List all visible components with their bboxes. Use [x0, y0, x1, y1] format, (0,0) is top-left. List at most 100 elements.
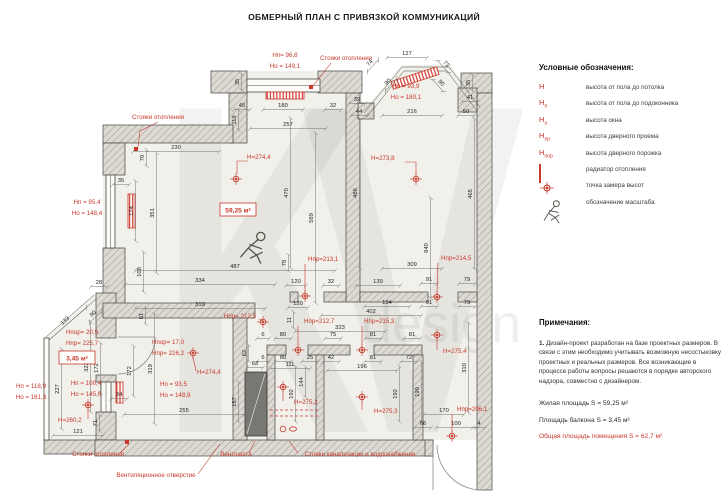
- measure-point-icon: [431, 291, 443, 303]
- dimension-label: 192: [289, 364, 298, 424]
- svg-text:91: 91: [426, 277, 432, 283]
- dimension-label: 6: [254, 332, 272, 341]
- svg-text:72: 72: [406, 355, 412, 361]
- svg-text:120: 120: [291, 279, 301, 285]
- legend-item-label: высота от пола до подоконника: [586, 100, 679, 108]
- annotation-label: Стояки отопления: [72, 451, 124, 458]
- svg-text:81: 81: [370, 355, 376, 361]
- svg-text:192: 192: [393, 389, 399, 399]
- riser-mark-icon: [125, 440, 129, 444]
- dimension-label: 322: [84, 320, 93, 414]
- scale-figure-icon: [543, 200, 560, 223]
- dimension-label: 4: [470, 421, 488, 430]
- dimension-label: 79: [456, 277, 478, 286]
- leader-line: [436, 262, 439, 294]
- annotation-label: Hпр=214,5: [441, 255, 472, 262]
- leader-line: [197, 443, 221, 475]
- legend-item: обозначение масштаба: [539, 198, 724, 223]
- svg-text:319: 319: [148, 364, 154, 374]
- svg-text:34: 34: [116, 392, 123, 398]
- dimension-label: 35: [235, 71, 244, 93]
- dimension-label: 319: [148, 312, 157, 426]
- dimension-label: 194: [362, 300, 412, 309]
- annotation-label: H=274,4: [197, 369, 221, 376]
- dimension-label: 35: [466, 72, 475, 94]
- svg-text:78: 78: [282, 260, 288, 266]
- annotation-label: Hп = 95,4: [74, 199, 101, 206]
- legend-title: Условные обозначения:: [539, 63, 634, 72]
- room-area-label: 3,45 м²: [58, 350, 96, 365]
- measure-point-icon: [431, 329, 443, 341]
- dimension-label: 840: [424, 196, 433, 300]
- svg-text:71: 71: [93, 420, 99, 426]
- svg-text:39: 39: [354, 97, 360, 103]
- svg-text:80: 80: [280, 355, 286, 361]
- annotation-label: Стояки канализации и водоснабжения: [305, 451, 416, 458]
- dimension-label: 90: [89, 308, 103, 326]
- svg-text:227: 227: [55, 384, 61, 394]
- riser-mark-icon: [134, 147, 138, 151]
- svg-text:90: 90: [89, 310, 98, 319]
- annotation-label: Hп = 118,9: [16, 383, 46, 390]
- annotation-label: Hп = 100,4: [71, 380, 102, 387]
- svg-text:470: 470: [284, 188, 290, 198]
- dimension-label: 50: [455, 109, 477, 118]
- measure-point-icon: [187, 347, 199, 359]
- svg-text:172: 172: [127, 366, 133, 376]
- svg-text:90: 90: [436, 79, 445, 88]
- dimension-label: 144: [299, 365, 308, 399]
- notes-paragraph: 1. Дизайн-проект разработан на базе прое…: [539, 340, 722, 385]
- svg-text:465: 465: [468, 189, 474, 199]
- annotation-label: Hо = 148,4: [72, 210, 103, 217]
- measure-point-icon: [299, 290, 311, 302]
- svg-text:174: 174: [129, 205, 135, 215]
- dimension-label: 402: [319, 309, 423, 318]
- notes: Примечания: 1. Дизайн-проект разработан …: [539, 318, 725, 450]
- leader-line: [236, 160, 248, 174]
- svg-text:216: 216: [407, 109, 417, 115]
- dimension-label: 90: [429, 79, 447, 93]
- dimension-label: 63: [244, 361, 266, 370]
- dimension-label: 255: [122, 408, 246, 417]
- legend-item-label: высота дверного порожка: [586, 149, 662, 157]
- dimension-label: 351: [150, 151, 159, 275]
- svg-text:486: 486: [353, 188, 359, 198]
- dimension-label: 465: [468, 117, 477, 271]
- dimension-label: 157: [232, 380, 241, 424]
- annotation-label: Hпр=206,1: [457, 406, 488, 413]
- svg-text:840: 840: [424, 243, 430, 253]
- annotation-label: Hпр=215,3: [364, 318, 395, 325]
- dimension-label: 216: [380, 109, 444, 118]
- annotation-label: Hпр= 226,2: [152, 350, 185, 357]
- svg-text:310: 310: [462, 363, 468, 373]
- svg-text:487: 487: [230, 264, 240, 270]
- svg-text:81: 81: [409, 332, 415, 338]
- leader-line: [137, 121, 159, 148]
- svg-text:66: 66: [420, 421, 426, 427]
- dimension-label: 72: [398, 355, 420, 364]
- annotation-label: H=275,2: [294, 399, 318, 406]
- legend-item-label: высота от пола до потолка: [586, 84, 665, 91]
- area-summary-line: Жилая площадь S = 59,25 м²: [539, 400, 629, 408]
- measure-point-icon: [356, 391, 368, 403]
- svg-text:119: 119: [232, 115, 238, 124]
- svg-text:74: 74: [366, 58, 375, 67]
- dimension-label: 257: [248, 122, 328, 131]
- dimension-label: 319: [133, 302, 267, 311]
- dimension-label: 90: [384, 76, 398, 94]
- dimension-label: 78: [282, 252, 291, 274]
- doors: [117, 336, 483, 491]
- dimension-label: 32: [322, 103, 344, 112]
- svg-text:81: 81: [139, 313, 145, 319]
- annotation-label: H=274,4: [247, 154, 271, 161]
- dimension-label: 81: [362, 332, 384, 341]
- annotation-label: Вентиляционное отверстие: [116, 472, 196, 479]
- legend-item-label: высота дверного проема: [586, 133, 659, 141]
- annotation-label: Hо = 149,1: [270, 63, 301, 70]
- dimension-label: 66: [412, 421, 434, 430]
- leader-line: [312, 62, 332, 87]
- radiator-icon: [539, 163, 541, 183]
- area-summary-line: Общая площадь помещения S = 62,7 м²: [539, 433, 663, 441]
